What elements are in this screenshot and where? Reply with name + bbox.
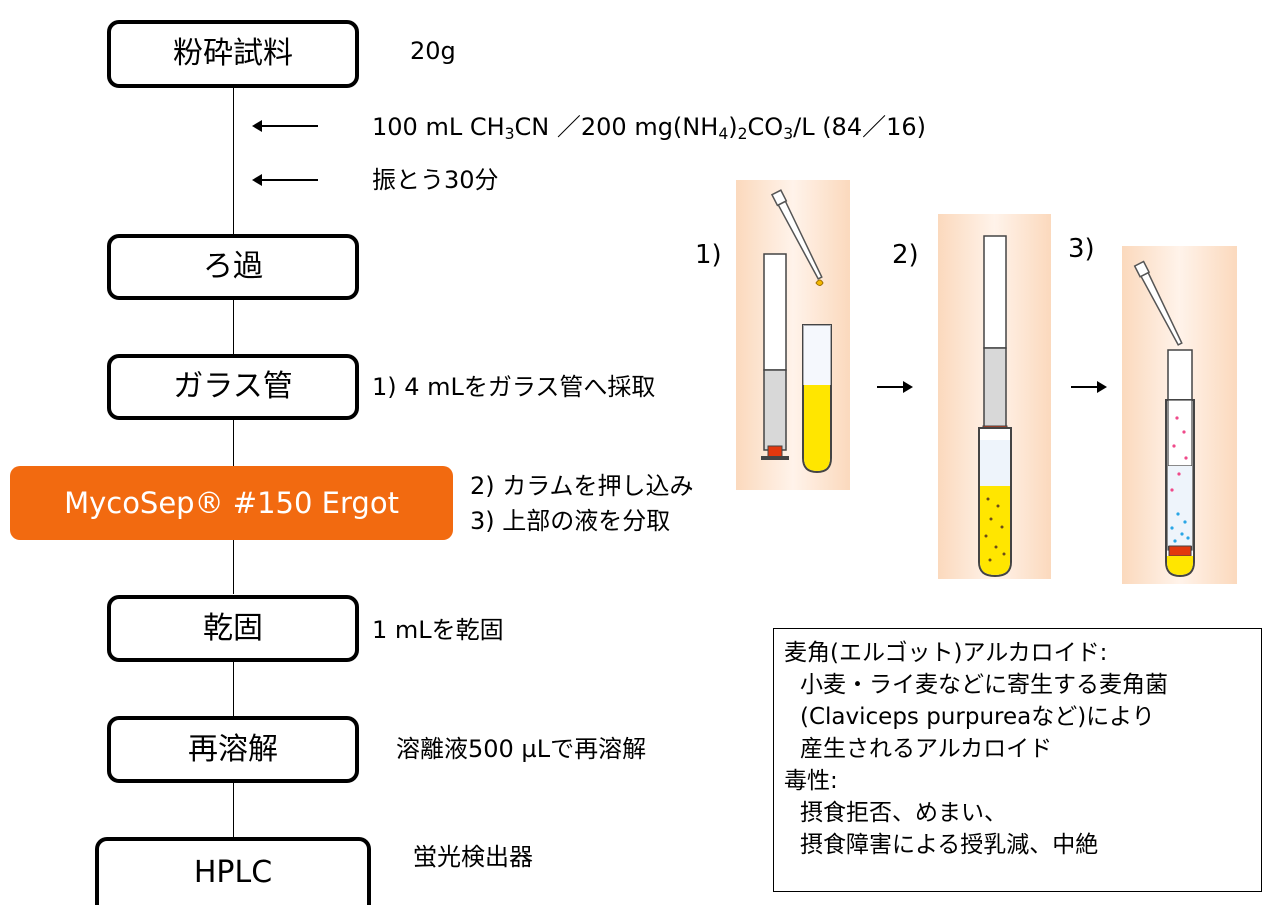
flow-connector [233, 300, 234, 354]
info-line: 産生されるアルカロイド [800, 736, 1053, 762]
info-line: 麦角(エルゴット)アルカロイド: [784, 640, 1108, 666]
flow-connector [233, 783, 234, 837]
flow-connector [233, 420, 234, 466]
right-arrow-icon [877, 381, 913, 393]
left-arrow-icon [252, 174, 318, 186]
note-sample-weight: 20g [410, 37, 456, 65]
info-line: 摂食拒否、めまい、 [800, 800, 1007, 826]
step-drying: 乾固 [107, 595, 359, 662]
step-hplc: HPLC [95, 837, 371, 905]
info-line: (Claviceps purpureaなど)により [800, 704, 1155, 730]
illustration-label-1: 1) [695, 240, 722, 270]
step-glass-tube: ガラス管 [107, 354, 359, 420]
flow-connector [233, 88, 234, 234]
note-glass-tube: 1) 4 mLをガラス管へ採取 [372, 373, 656, 401]
illustration-panel-1 [736, 180, 850, 490]
illustration-label-3: 3) [1068, 234, 1095, 264]
flow-connector [233, 662, 234, 716]
note-column-step2: 2) カラムを押し込み [470, 472, 694, 500]
note-column-step3: 3) 上部の液を分取 [470, 507, 671, 535]
step-filtration: ろ過 [107, 234, 359, 300]
note-extraction-solvent: 100 mL CH3CN ／200 mg(NH4)2CO3/L (84／16) [372, 113, 926, 143]
info-line: 小麦・ライ麦などに寄生する麦角菌 [800, 672, 1168, 698]
info-line: 毒性: [784, 768, 838, 794]
info-line: 摂食障害による授乳減、中絶 [800, 832, 1099, 858]
flow-connector [233, 540, 234, 594]
step-crushed-sample: 粉砕試料 [107, 20, 359, 88]
note-redissolve: 溶離液500 µLで再溶解 [396, 735, 647, 763]
alkaloid-info-box: 麦角(エルゴット)アルカロイド: 小麦・ライ麦などに寄生する麦角菌 (Clavi… [773, 628, 1262, 892]
note-shaking: 振とう30分 [372, 166, 499, 194]
illustration-panel-2 [938, 214, 1051, 579]
note-drying: 1 mLを乾固 [372, 616, 504, 644]
illustration-label-2: 2) [892, 240, 919, 270]
step-redissolve: 再溶解 [107, 716, 359, 783]
note-detector: 蛍光検出器 [413, 843, 533, 871]
right-arrow-icon [1071, 381, 1107, 393]
left-arrow-icon [252, 120, 318, 132]
step-mycosep-column: MycoSep® #150 Ergot [10, 466, 453, 540]
illustration-panel-3 [1122, 246, 1237, 584]
